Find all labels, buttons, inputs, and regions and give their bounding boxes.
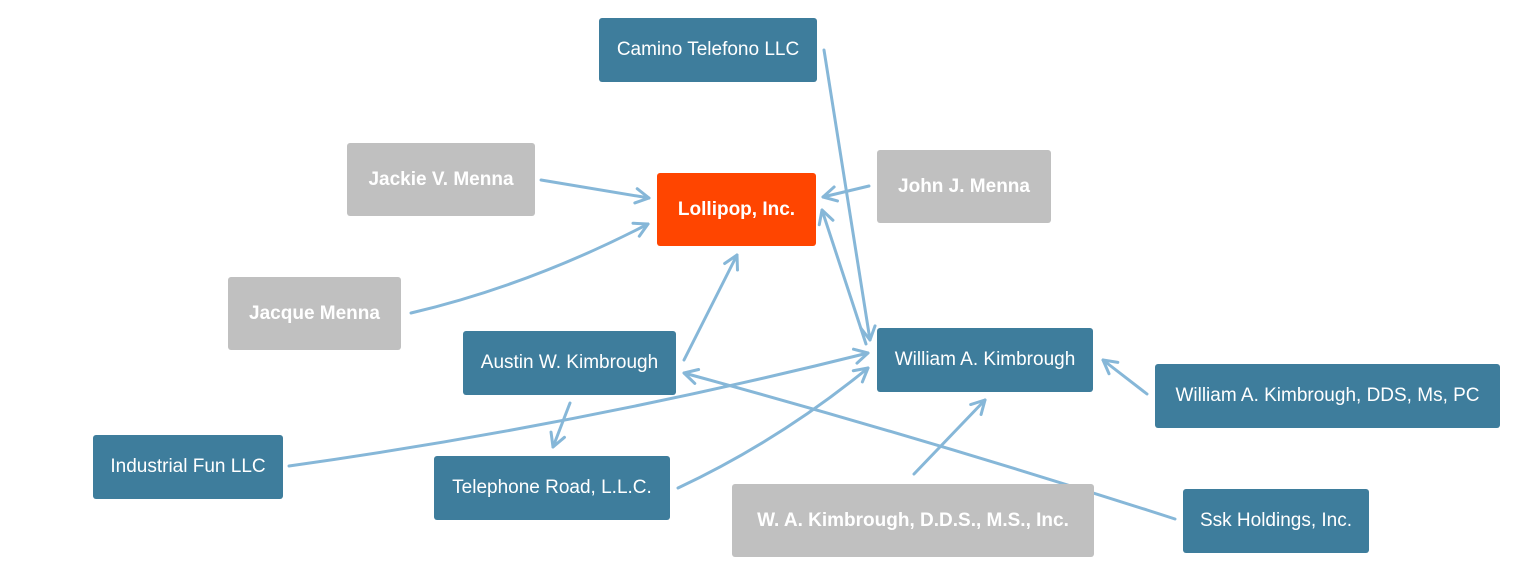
arrowhead [631, 221, 650, 238]
node-telephone-road-llc[interactable]: Telephone Road, L.L.C. [434, 456, 670, 520]
node-industrial-fun-llc[interactable]: Industrial Fun LLC [93, 435, 283, 499]
edge-line [409, 222, 650, 315]
node-label: William A. Kimbrough [894, 349, 1076, 370]
node-ssk-holdings-inc[interactable]: Ssk Holdings, Inc. [1183, 489, 1369, 553]
edge-wa_kimbrough-to-william [912, 398, 987, 476]
edge-telephone-to-william [676, 366, 870, 490]
edge-john-to-lollipop [821, 184, 871, 203]
node-label: Lollipop, Inc. [677, 198, 796, 220]
edge-line [822, 48, 872, 342]
edge-line [539, 178, 651, 200]
node-jackie-v-menna[interactable]: Jackie V. Menna [347, 143, 535, 216]
edge-william-to-lollipop [817, 208, 868, 346]
edge-jackie-to-lollipop [539, 178, 651, 205]
edge-line [821, 184, 871, 199]
edge-jacque-to-lollipop [409, 221, 650, 315]
arrowhead [851, 366, 870, 384]
node-label: Jacque Menna [249, 302, 380, 324]
node-label: John J. Menna [898, 175, 1030, 197]
node-label: Jackie V. Menna [368, 168, 514, 190]
node-label: W. A. Kimbrough, D.D.S., M.S., Inc. [757, 509, 1069, 531]
arrowhead [851, 347, 870, 365]
node-austin-w-kimbrough[interactable]: Austin W. Kimbrough [463, 331, 676, 395]
arrowhead [549, 430, 566, 449]
node-william-a-kimbrough[interactable]: William A. Kimbrough [877, 328, 1093, 392]
node-label: Camino Telefono LLC [616, 39, 800, 60]
node-jacque-menna[interactable]: Jacque Menna [228, 277, 401, 350]
node-lollipop-inc[interactable]: Lollipop, Inc. [657, 173, 816, 246]
arrowhead [859, 324, 877, 342]
arrowhead [969, 398, 987, 416]
node-label: William A. Kimbrough, DDS, Ms, PC [1175, 385, 1480, 406]
edge-william_dds-to-william [1101, 358, 1149, 396]
arrowhead [817, 208, 835, 227]
node-label: Ssk Holdings, Inc. [1199, 510, 1353, 531]
edge-line [682, 253, 739, 362]
arrowhead [633, 187, 651, 205]
arrowhead [723, 253, 739, 272]
edge-austin-to-lollipop [682, 253, 739, 362]
edge-austin-to-telephone [549, 401, 572, 449]
arrowhead [821, 185, 839, 203]
node-label: Industrial Fun LLC [110, 456, 266, 477]
node-camino-telefono-llc[interactable]: Camino Telefono LLC [599, 18, 817, 82]
node-john-j-menna[interactable]: John J. Menna [877, 150, 1051, 223]
node-label: Telephone Road, L.L.C. [452, 477, 652, 498]
edge-line [676, 366, 870, 490]
edge-camino-to-william [822, 48, 877, 342]
arrowhead [682, 368, 701, 385]
node-william-a-kimbrough-dds-ms-pc[interactable]: William A. Kimbrough, DDS, Ms, PC [1155, 364, 1500, 428]
arrowhead [1101, 358, 1120, 376]
edge-line [912, 398, 987, 476]
edge-line [820, 208, 868, 346]
node-w-a-kimbrough-dds-ms-inc[interactable]: W. A. Kimbrough, D.D.S., M.S., Inc. [732, 484, 1094, 557]
edge-line [551, 401, 572, 449]
edge-line [1101, 358, 1149, 396]
node-label: Austin W. Kimbrough [480, 352, 659, 373]
